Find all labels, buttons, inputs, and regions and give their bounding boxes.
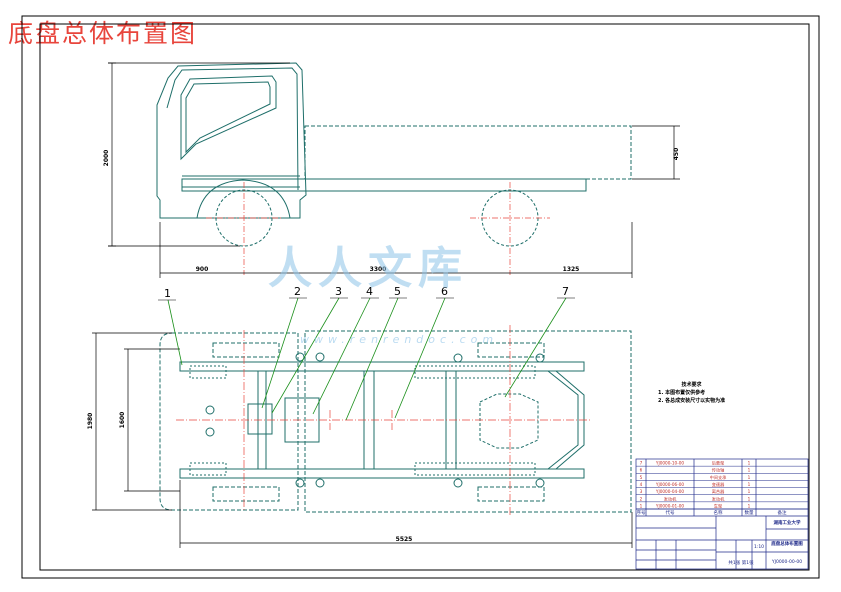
side-dimensions (108, 62, 680, 278)
tb-drawing-code: YJ0000-00-00 (771, 559, 802, 565)
technical-notes: 技术要求 1. 本图布置仅供参考 2. 各总成安装尺寸以实物为准 (658, 381, 725, 405)
tb-header-code: 代号 (666, 509, 675, 516)
top-dimensions (92, 332, 633, 548)
callout-7: 7 (562, 285, 569, 298)
tb-cell: 1 (748, 503, 751, 508)
callout-4: 4 (366, 285, 373, 298)
tb-cell: 4 (640, 482, 643, 487)
tb-cell: 1 (748, 489, 751, 494)
tb-header-name: 名称 (714, 509, 723, 516)
tb-cell: 发动机 (712, 495, 725, 502)
dim-body-height: 450 (673, 148, 680, 161)
tb-cell: 2 (640, 496, 643, 501)
tb-drawing-name: 底盘总体布置图 (771, 540, 803, 547)
tb-cell: 1 (748, 475, 751, 480)
tb-cell: 1 (748, 496, 751, 501)
notes-item-2: 2. 各总成安装尺寸以实物为准 (658, 398, 726, 404)
tb-cell: 离合器 (712, 488, 725, 495)
watermark-logo: 人人文库 (268, 243, 468, 294)
tb-cell: 1 (748, 482, 751, 487)
watermark-url: www.renrendoc.com (300, 333, 499, 346)
callout-1: 1 (164, 287, 171, 300)
tb-cell: 1 (748, 461, 751, 466)
dim-frame-width-inner: 1600 (119, 412, 126, 429)
callout-underlines (158, 297, 575, 301)
side-view (156, 62, 632, 219)
tb-sheet: 共1张 第1张 (728, 559, 754, 566)
dim-front-overhang: 900 (196, 266, 209, 273)
tb-cell: YJ0000-04-00 (655, 489, 684, 494)
tb-cell: YJ0000-01-00 (655, 503, 684, 508)
outer-border (21, 15, 820, 579)
notes-heading: 技术要求 (681, 382, 702, 388)
tb-cell: 7 (640, 461, 643, 466)
tb-cell: 变速器 (712, 481, 725, 488)
tb-header-note: 备注 (778, 509, 787, 516)
tb-school: 湖南工业大学 (774, 519, 801, 526)
title-block-header: 序号 代号 名称 数量 备注 湖南工业大学 底盘总体布置图 YJ0000-00-… (637, 509, 804, 566)
top-view-outline (159, 330, 632, 513)
inner-border (39, 23, 810, 571)
tb-cell: YJ0000-10-00 (655, 461, 684, 466)
tb-cell: YJ0000-06-00 (655, 482, 684, 487)
tb-cell: 6 (640, 468, 643, 473)
top-centerlines (176, 325, 590, 515)
tb-cell: 1 (640, 503, 643, 508)
dim-overall-length: 5525 (396, 536, 413, 543)
tb-cell: 3 (640, 489, 643, 494)
title-block-rows: 7 YJ0000-10-00 后悬架 1 6 传动轴 1 5 中间支承 1 4 YJ0000-06-0… (636, 460, 808, 509)
tb-cell: 车架 (714, 502, 722, 509)
dim-frame-width-outer: 1980 (87, 413, 94, 430)
callout-3: 3 (335, 285, 342, 298)
callout-2: 2 (294, 285, 301, 298)
leader-lines (167, 297, 567, 421)
tb-header-qty: 数量 (745, 509, 754, 516)
tb-cell: 中间支承 (710, 474, 728, 481)
notes-item-1: 1. 本图布置仅供参考 (658, 390, 706, 396)
dim-cab-height: 2000 (103, 150, 110, 167)
dim-rear-overhang: 1325 (563, 266, 580, 273)
callout-5: 5 (394, 285, 401, 298)
tb-cell: 5 (640, 475, 643, 480)
tb-scale: 1:10 (754, 544, 764, 550)
callout-6: 6 (441, 285, 448, 298)
tb-header-no: 序号 (637, 509, 646, 516)
chassis-frame (179, 352, 585, 488)
tb-cell: 1 (748, 468, 751, 473)
tb-cell: 传动轴 (712, 467, 725, 474)
wheel-centerlines (206, 182, 550, 275)
tb-cell: 发动机 (664, 495, 677, 502)
dim-wheelbase: 3300 (370, 266, 387, 273)
tb-cell: 后悬架 (712, 460, 725, 467)
